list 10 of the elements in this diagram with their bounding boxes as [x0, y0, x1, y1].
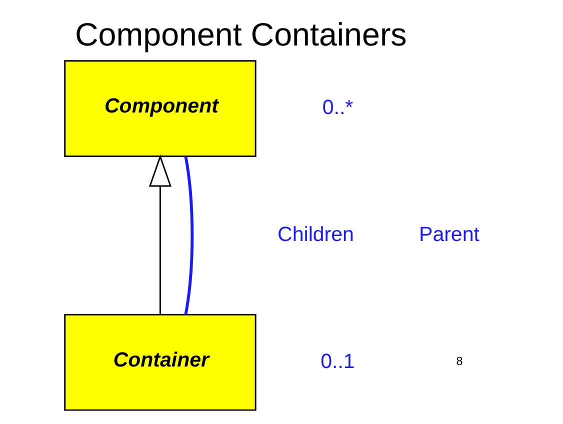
label: 0..*: [322, 96, 353, 119]
node-box: Container: [64, 314, 256, 411]
connector: [184, 156, 194, 315]
label: Children: [277, 222, 354, 246]
arrow: [148, 154, 172, 315]
label: Parent: [418, 222, 479, 246]
diagram-title: Component Containers: [74, 16, 406, 53]
node-box: Component: [64, 60, 256, 157]
label: 8: [456, 355, 462, 368]
label: 0..1: [320, 350, 354, 373]
